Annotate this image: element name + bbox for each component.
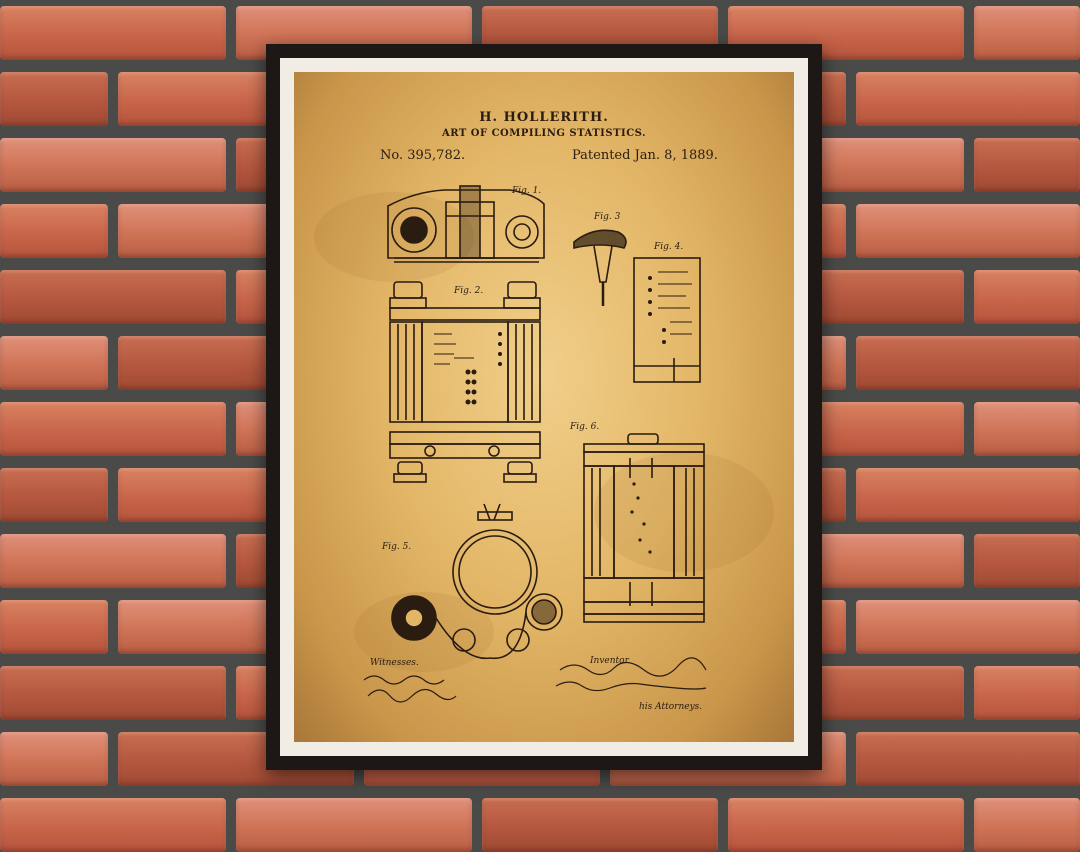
fig1-label: Fig. 1. xyxy=(512,186,542,196)
brick xyxy=(0,600,108,654)
brick xyxy=(0,798,226,852)
fig6-label: Fig. 6. xyxy=(570,422,600,432)
fig4-drawing xyxy=(633,257,701,383)
brick xyxy=(974,666,1080,720)
brick xyxy=(856,468,1080,522)
patent-print: H. HOLLERITH. ART OF COMPILING STATISTIC… xyxy=(294,72,794,742)
patent-drawing xyxy=(363,185,707,703)
patent-inventor-name: H. HOLLERITH. xyxy=(479,110,609,125)
fig4-label: Fig. 4. xyxy=(654,242,684,252)
patent-number: No. 395,782. xyxy=(380,148,466,163)
brick xyxy=(0,138,226,192)
brick xyxy=(974,138,1080,192)
brick xyxy=(856,336,1080,390)
attorneys-label: his Attorneys. xyxy=(639,702,703,712)
brick xyxy=(974,798,1080,852)
brick xyxy=(0,402,226,456)
fig5-drawing xyxy=(391,503,563,660)
brick xyxy=(0,336,108,390)
fig3-label: Fig. 3 xyxy=(594,212,621,222)
brick xyxy=(728,798,964,852)
brick xyxy=(0,666,226,720)
brick xyxy=(0,72,108,126)
brick xyxy=(974,402,1080,456)
paper-stain xyxy=(314,192,474,282)
brick xyxy=(974,6,1080,60)
witnesses-label: Witnesses. xyxy=(370,658,419,668)
brick xyxy=(0,534,226,588)
fig2-label: Fig. 2. xyxy=(454,286,484,296)
brick xyxy=(236,798,472,852)
fig1-drawing xyxy=(387,185,545,263)
paper-stain xyxy=(594,452,774,572)
fig2-drawing xyxy=(389,281,541,483)
brick xyxy=(482,798,718,852)
patent-date: Patented Jan. 8, 1889. xyxy=(572,148,718,163)
brick xyxy=(856,732,1080,786)
brick xyxy=(856,72,1080,126)
brick xyxy=(0,270,226,324)
inventor-label: Inventor xyxy=(590,656,629,666)
fig3-drawing xyxy=(573,229,627,306)
brick xyxy=(974,534,1080,588)
brick xyxy=(974,270,1080,324)
fig6-drawing xyxy=(583,433,705,623)
brick xyxy=(0,732,108,786)
brick xyxy=(856,600,1080,654)
brick xyxy=(0,204,108,258)
signature-strokes xyxy=(363,657,707,703)
patent-title: ART OF COMPILING STATISTICS. xyxy=(441,128,646,139)
brick xyxy=(0,6,226,60)
fig5-label: Fig. 5. xyxy=(382,542,412,552)
brick xyxy=(0,468,108,522)
brick xyxy=(856,204,1080,258)
